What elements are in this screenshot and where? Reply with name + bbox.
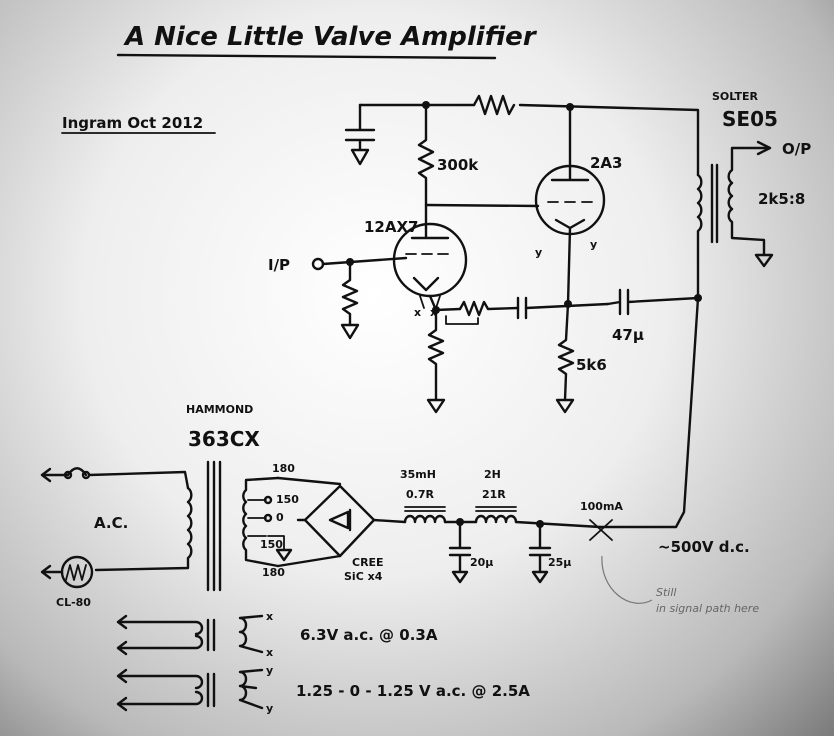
ct-wire — [267, 535, 285, 551]
thermistor-element — [65, 564, 87, 581]
output-tube-label: 2A3 — [590, 154, 622, 172]
heater-pin-mark: x — [266, 646, 273, 659]
pt-tap-label: 0 — [276, 511, 284, 524]
driver-tube-label: 12AX7 — [364, 218, 419, 236]
mains-arrow-icon — [40, 467, 52, 483]
choke-35mh — [403, 514, 447, 524]
heater-winding-2 — [116, 668, 264, 712]
input-label: I/P — [268, 256, 290, 274]
ot-core — [710, 163, 719, 244]
grid-leak-resistor — [341, 260, 359, 327]
pt-secondary — [242, 476, 280, 568]
heater-pin-mark: x — [266, 610, 273, 623]
ground-symbol — [451, 570, 469, 584]
output-label: O/P — [782, 140, 811, 158]
meter-point-icon — [589, 519, 613, 541]
author-date: Ingram Oct 2012 — [62, 114, 203, 132]
output-tube-2a3 — [534, 105, 606, 236]
mains-arrow-icon — [40, 564, 64, 580]
pt-tap-label: 150 — [260, 538, 283, 551]
bplus-feed — [598, 296, 700, 529]
ground-symbol — [531, 570, 549, 584]
mains-label: A.C. — [94, 514, 128, 532]
meter-label: 100mA — [580, 500, 623, 513]
choke-core — [404, 506, 446, 512]
pencil-note: in signal path here — [656, 602, 759, 615]
ot-brand: SOLTER — [712, 90, 758, 103]
choke-2h — [474, 514, 518, 524]
pt-brand: HAMMOND — [186, 403, 253, 416]
pt-tap-label: 180 — [272, 462, 295, 475]
ground-symbol — [754, 253, 774, 268]
ot-secondary — [727, 146, 768, 257]
choke2-resistance: 21R — [482, 488, 506, 501]
input-jack — [311, 257, 325, 271]
heater-winding-2-spec: 1.25 - 0 - 1.25 V a.c. @ 2.5A — [296, 682, 530, 700]
ot-ratio: 2k5:8 — [758, 190, 805, 208]
output-cathode-wire — [566, 226, 572, 306]
heater-winding-1-spec: 6.3V a.c. @ 0.3A — [300, 626, 438, 644]
choke-core — [475, 506, 517, 512]
thermistor-label: CL-80 — [56, 596, 91, 609]
ot-model: SE05 — [722, 107, 778, 131]
filter-cap-2-label: 25µ — [548, 556, 571, 569]
output-arrow-icon — [756, 140, 772, 156]
input-wire — [321, 256, 408, 266]
bypass-capacitor — [606, 288, 700, 316]
cathode-resistor — [427, 308, 445, 402]
filter-cap-1-label: 20µ — [470, 556, 493, 569]
bypass-capacitor-label: 47µ — [612, 326, 644, 344]
pencil-note: Still — [656, 586, 676, 599]
ground-symbol — [350, 148, 370, 166]
heater-pin-mark: y — [266, 664, 273, 677]
filter-cap-1 — [448, 520, 472, 574]
ground-symbol — [275, 548, 293, 562]
output-filament-pin: y — [590, 238, 597, 251]
bridge-feed — [276, 476, 342, 568]
ground-symbol — [340, 323, 360, 340]
plate-load-resistor — [417, 103, 435, 230]
pt-taps — [247, 499, 267, 537]
diode-icon — [328, 508, 352, 532]
bridge-rectifier — [303, 484, 376, 558]
pencil-arrow — [601, 555, 653, 604]
output-cathode-resistor-label: 5k6 — [576, 356, 607, 374]
pt-core — [206, 460, 222, 592]
interstage-wire — [424, 203, 540, 208]
bplus-rail-right — [518, 103, 700, 177]
pt-primary — [94, 486, 193, 572]
pt-model: 363CX — [188, 427, 260, 451]
rectifier-label: CREE — [352, 556, 384, 569]
driver-heater-pin: x — [414, 306, 421, 319]
plate-resistor-label: 300k — [437, 156, 479, 174]
output-filament-pin: y — [535, 246, 542, 259]
supply-wire — [514, 520, 602, 529]
choke1-inductance: 35mH — [400, 468, 436, 481]
mains-wire — [87, 470, 190, 490]
dropper-resistor — [472, 94, 516, 116]
supply-wire — [372, 518, 407, 524]
output-cathode-resistor — [557, 302, 575, 402]
ot-primary — [696, 173, 703, 300]
filter-cap-2 — [528, 522, 552, 574]
rectifier-label: SiC x4 — [344, 570, 383, 583]
heater-pin-mark: y — [266, 702, 273, 715]
pt-tap-label: 180 — [262, 566, 285, 579]
choke2-inductance: 2H — [484, 468, 501, 481]
ground-symbol — [426, 398, 446, 414]
feedback-link — [445, 315, 479, 325]
diagram-title: A Nice Little Valve Amplifier — [123, 22, 538, 52]
title-underline — [116, 53, 497, 60]
decoupling-capacitor — [344, 103, 376, 152]
pt-tap-label: 150 — [276, 493, 299, 506]
heater-winding-1 — [116, 614, 264, 656]
feedback-resistor — [458, 300, 520, 317]
ground-symbol — [555, 398, 575, 414]
choke1-resistance: 0.7R — [406, 488, 434, 501]
supply-voltage-label: ~500V d.c. — [658, 538, 750, 556]
